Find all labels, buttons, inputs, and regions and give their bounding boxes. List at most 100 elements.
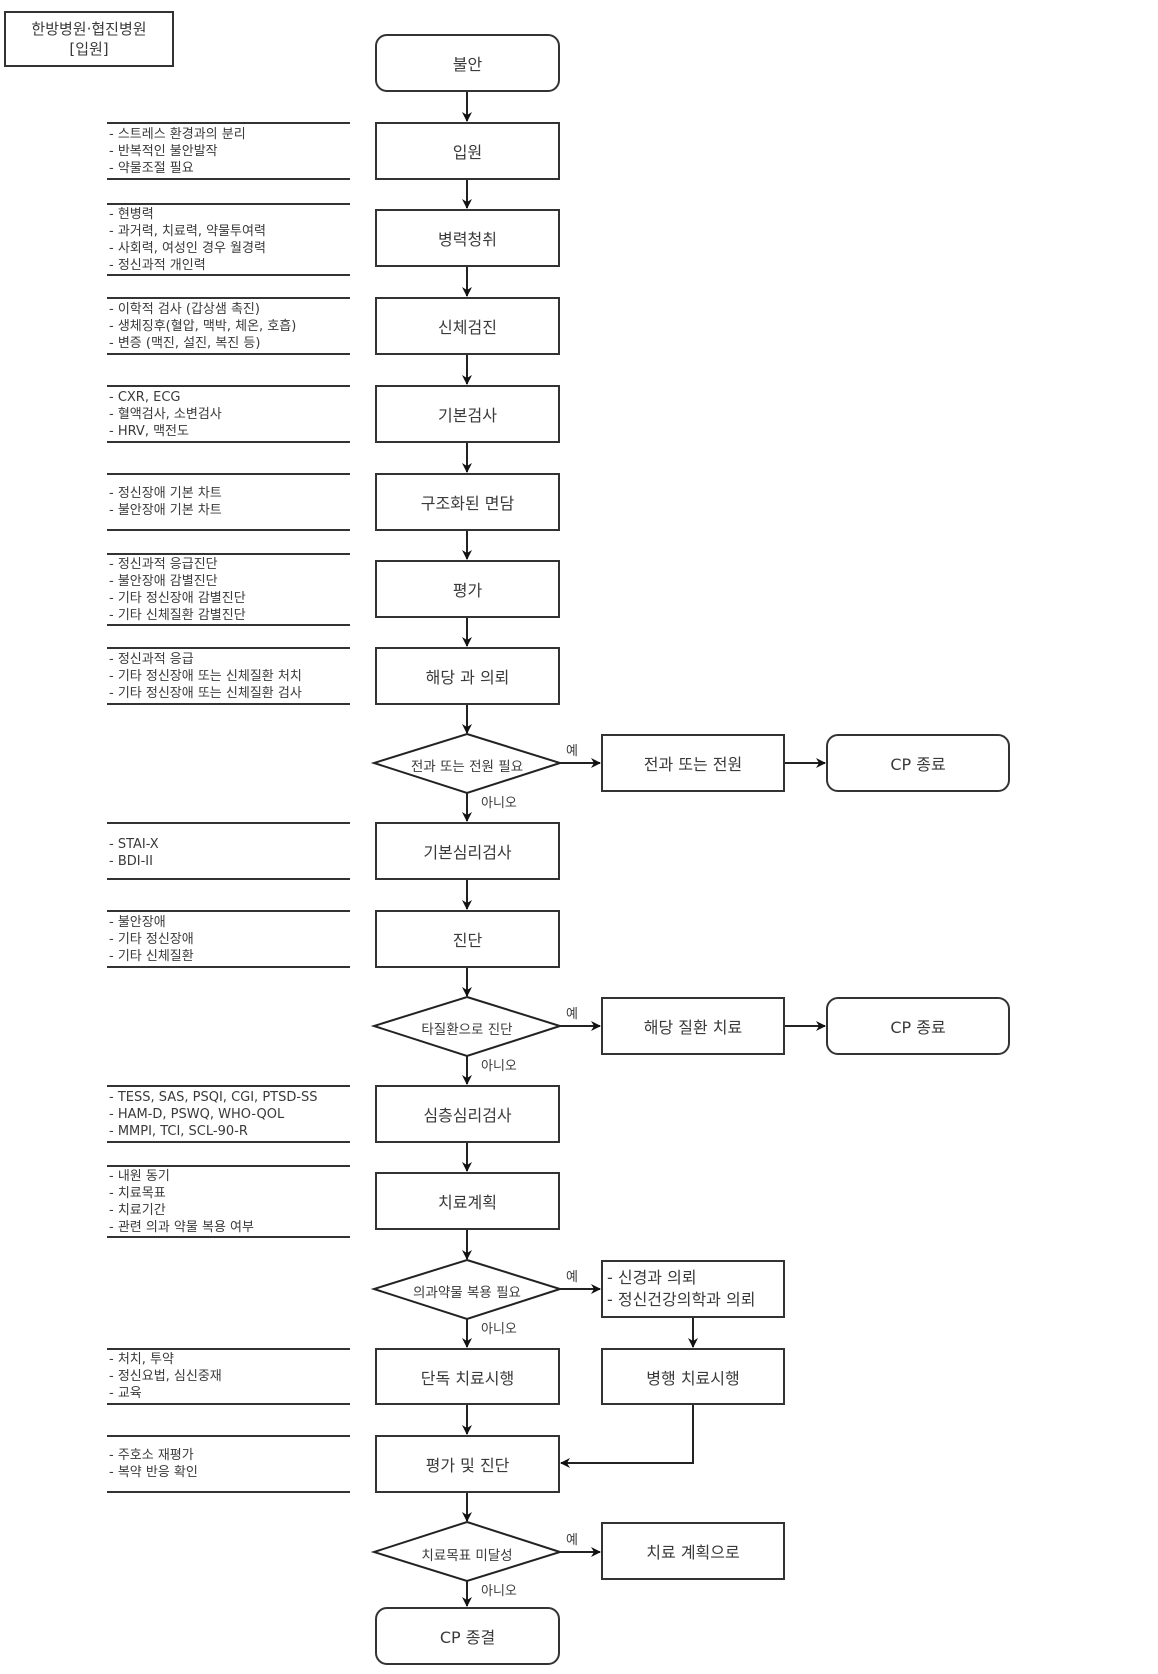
- decision-diamond-medication: [370, 1258, 564, 1321]
- node-label-line: - 신경과 의뢰: [607, 1268, 697, 1287]
- note-line: - 치료목표: [109, 1185, 166, 1201]
- note-basic-psych-test: - STAI-X - BDI-II: [107, 822, 350, 880]
- note-line: - 반복적인 불안발작: [109, 143, 218, 159]
- note-line: - 기타 신체질환 감별진단: [109, 607, 246, 623]
- note-line: - HAM-D, PSWQ, WHO-QOL: [109, 1106, 285, 1122]
- edge-label-yes: 예: [566, 1007, 578, 1022]
- node-label: 치료 계획으로: [646, 1543, 740, 1562]
- decision-label-other-disease: 타질환으로 진단: [421, 1022, 513, 1038]
- node-treatment-plan: 치료계획: [375, 1172, 560, 1230]
- note-line: - 스트레스 환경과의 분리: [109, 126, 246, 142]
- node-diagnosis: 진단: [375, 910, 560, 968]
- node-referral: 해당 과 의뢰: [375, 647, 560, 705]
- note-line: - BDI-II: [109, 854, 153, 869]
- node-label: 병력청취: [438, 230, 497, 249]
- note-line: - 변증 (맥진, 설진, 복진 등): [109, 335, 261, 351]
- setting-subtitle: [입원]: [69, 40, 109, 58]
- setting-title: 한방병원·협진병원: [31, 20, 147, 38]
- edge-label-no: 아니오: [481, 1584, 517, 1599]
- node-start: 불안: [375, 34, 560, 92]
- node-label: 치료계획: [438, 1193, 497, 1212]
- edge-label-yes: 예: [566, 1533, 578, 1548]
- node-label: 평가: [452, 581, 483, 600]
- node-label: 기본심리검사: [423, 843, 512, 862]
- node-eval-and-diagnosis: 평가 및 진단: [375, 1435, 560, 1493]
- node-label-line: - 정신건강의학과 의뢰: [607, 1290, 756, 1309]
- edge-label-yes: 예: [566, 1270, 578, 1285]
- note-line: - 정신과적 응급: [109, 651, 194, 667]
- node-label: 평가 및 진단: [425, 1456, 510, 1475]
- node-evaluation: 평가: [375, 560, 560, 618]
- setting-title-box: 한방병원·협진병원 [입원]: [4, 11, 174, 67]
- note-line: - 기타 신체질환: [109, 948, 194, 964]
- note-deep-psych-test: - TESS, SAS, PSQI, CGI, PTSD-SS - HAM-D,…: [107, 1085, 350, 1143]
- note-line: - CXR, ECG: [109, 389, 181, 405]
- note-line: - 정신장애 기본 차트: [109, 486, 222, 501]
- edge-label-no: 아니오: [481, 1322, 517, 1337]
- node-label: CP 종료: [890, 1018, 946, 1037]
- node-deep-psych-test: 심층심리검사: [375, 1085, 560, 1143]
- note-line: - STAI-X: [109, 837, 159, 852]
- decision-label-medication: 의과약물 복용 필요: [413, 1285, 521, 1301]
- note-line: - 생체징후(혈압, 맥박, 체온, 호흡): [109, 318, 297, 334]
- edge-label-no: 아니오: [481, 1059, 517, 1074]
- node-label: 기본검사: [438, 406, 497, 425]
- note-line: - 내원 동기: [109, 1168, 170, 1184]
- node-label: CP 종료: [890, 755, 946, 774]
- note-eval-and-diagnosis: - 주호소 재평가 - 복약 반응 확인: [107, 1435, 350, 1493]
- note-line: - 기타 정신장애: [109, 931, 194, 947]
- node-combined-treatment: 병행 치료시행: [601, 1348, 785, 1405]
- note-line: - MMPI, TCI, SCL-90-R: [109, 1123, 248, 1139]
- node-physical-exam: 신체검진: [375, 297, 560, 355]
- note-history: - 현병력 - 과거력, 치료력, 약물투여력 - 사회력, 여성인 경우 월경…: [107, 203, 350, 276]
- decision-diamond-transfer: [370, 732, 564, 795]
- decision-diamond-goal: [370, 1520, 564, 1583]
- node-label: 입원: [452, 143, 483, 162]
- node-other-disease-treatment: 해당 질환 치료: [601, 997, 785, 1055]
- edge-label-yes: 예: [566, 744, 578, 759]
- note-line: - 기타 정신장애 감별진단: [109, 590, 246, 606]
- note-line: - 처치, 투약: [109, 1352, 174, 1367]
- node-label: 해당 과 의뢰: [425, 668, 510, 687]
- node-cp-exit-1: CP 종료: [826, 734, 1010, 792]
- node-label: 병행 치료시행: [646, 1368, 740, 1388]
- note-line: - 혈액검사, 소변검사: [109, 406, 222, 422]
- node-solo-treatment: 단독 치료시행: [375, 1348, 560, 1405]
- note-line: - 정신요법, 심신중재: [109, 1369, 222, 1384]
- note-line: - 불안장애 기본 차트: [109, 503, 222, 518]
- arrow-combined-to-reeval: [560, 1405, 694, 1468]
- note-line: - TESS, SAS, PSQI, CGI, PTSD-SS: [109, 1089, 318, 1105]
- note-line: - 복약 반응 확인: [109, 1465, 198, 1480]
- node-admission: 입원: [375, 122, 560, 180]
- note-evaluation: - 정신과적 응급진단 - 불안장애 감별진단 - 기타 정신장애 감별진단 -…: [107, 553, 350, 626]
- decision-label-goal: 치료목표 미달성: [421, 1548, 513, 1564]
- node-label: CP 종결: [439, 1628, 496, 1647]
- note-line: - HRV, 맥전도: [109, 423, 189, 439]
- note-physical-exam: - 이학적 검사 (갑상샘 촉진) - 생체징후(혈압, 맥박, 체온, 호흡)…: [107, 297, 350, 355]
- node-history: 병력청취: [375, 209, 560, 267]
- note-line: - 정신과적 개인력: [109, 257, 206, 273]
- note-structured-interview: - 정신장애 기본 차트 - 불안장애 기본 차트: [107, 473, 350, 531]
- node-back-to-plan: 치료 계획으로: [601, 1522, 785, 1580]
- note-admission: - 스트레스 환경과의 분리 - 반복적인 불안발작 - 약물조절 필요: [107, 122, 350, 180]
- node-structured-interview: 구조화된 면담: [375, 473, 560, 531]
- note-referral: - 정신과적 응급 - 기타 정신장애 또는 신체질환 처치 - 기타 정신장애…: [107, 647, 350, 705]
- node-label: 해당 질환 치료: [643, 1018, 743, 1037]
- note-line: - 치료기간: [109, 1202, 166, 1218]
- note-line: - 불안장애 감별진단: [109, 573, 218, 589]
- node-transfer: 전과 또는 전원: [601, 734, 785, 792]
- note-line: - 과거력, 치료력, 약물투여력: [109, 223, 266, 239]
- node-cp-exit-2: CP 종료: [826, 997, 1010, 1055]
- note-line: - 기타 정신장애 또는 신체질환 처치: [109, 668, 302, 684]
- note-basic-tests: - CXR, ECG - 혈액검사, 소변검사 - HRV, 맥전도: [107, 385, 350, 443]
- note-line: - 불안장애: [109, 914, 166, 930]
- node-basic-tests: 기본검사: [375, 385, 560, 443]
- node-specialist-referral: - 신경과 의뢰 - 정신건강의학과 의뢰: [601, 1260, 785, 1318]
- note-line: - 이학적 검사 (갑상샘 촉진): [109, 301, 260, 317]
- note-line: - 기타 정신장애 또는 신체질환 검사: [109, 685, 302, 701]
- note-line: - 사회력, 여성인 경우 월경력: [109, 240, 266, 256]
- node-label: 불안: [452, 55, 483, 74]
- decision-label-transfer: 전과 또는 전원 필요: [410, 759, 524, 775]
